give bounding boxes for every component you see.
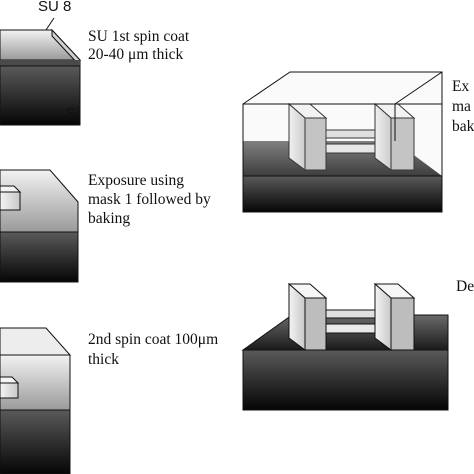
step3-resist-top [0,327,72,356]
step2-substrate-front [0,231,79,283]
step1-wafer [0,17,82,126]
step5-left-pillar-front [288,282,306,351]
step4-resist-box-outline [242,71,443,177]
step1-substrate-front [0,65,81,126]
step4-caption-line1: Ex [452,78,470,95]
si-label: Si [66,105,80,122]
step1-leader-line [45,17,55,31]
step5-left-pillar-side [304,297,327,351]
step1-substrate-top [0,60,80,66]
su8-label: SU 8 [38,0,72,15]
step5-caption-line1: De [456,278,474,295]
step5-substrate-front [242,349,449,411]
step2-resist-layer [0,169,79,233]
step3-caption-line1: 2nd spin coat 100μm [88,331,219,348]
step1-caption-line1: SU 1st spin coat [88,28,190,45]
step3-wafer [0,327,72,474]
step4-substrate-front [242,175,443,213]
step5-right-pillar-side [390,297,415,351]
step1-caption-line2: 20-40 μm thick [88,46,184,63]
step2-exposed-block-front [0,191,21,211]
step4-wafer [242,71,443,213]
step5-right-pillar-front [374,282,392,351]
step3-substrate-front [0,409,71,474]
step2-caption-line2: mask 1 followed by [88,191,211,208]
step4-caption-line3: bak [452,118,474,135]
step5-wafer [241,282,449,411]
step3-buried-block-front [0,382,19,399]
step2-wafer [0,169,79,283]
step2-caption-line1: Exposure using [88,172,185,189]
step5-bridge-lower [325,323,379,334]
step4-left-pillar-front [288,102,306,171]
step3-caption-line2: thick [88,351,119,368]
step4-caption-line2: ma [452,98,471,115]
step1-resist-top [0,29,82,61]
step2-caption-line3: baking [88,210,131,227]
step4-resist-box-edge2 [394,71,443,105]
step4-right-pillar-front [374,102,392,171]
step5-bridge-upper [325,309,379,319]
